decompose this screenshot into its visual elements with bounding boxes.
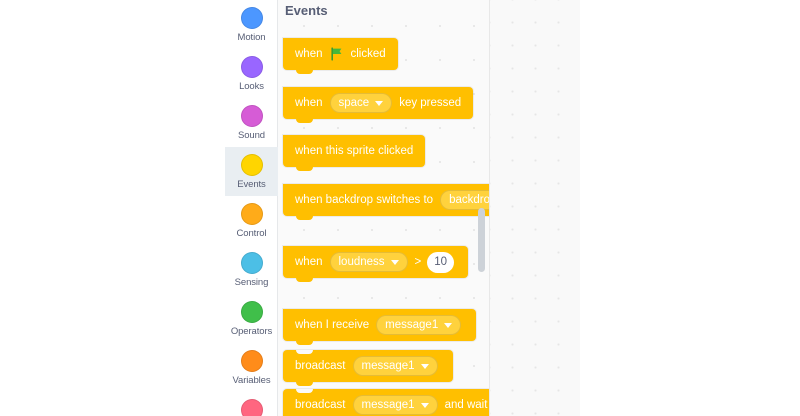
block-notch	[296, 389, 313, 393]
block-label: broadcast	[295, 399, 346, 411]
block-label: when backdrop switches to	[295, 194, 434, 206]
dropdown-value: backdrop1	[449, 194, 490, 206]
script-workspace[interactable]	[490, 0, 580, 416]
category-color-icon	[240, 202, 263, 225]
chevron-down-icon	[444, 322, 453, 328]
sidebar-item-label: Looks	[239, 80, 264, 92]
chevron-down-icon	[420, 363, 429, 369]
palette-scrollbar-thumb[interactable]	[478, 208, 485, 272]
block-label: and wait	[444, 399, 488, 411]
category-color-icon	[240, 153, 263, 176]
block-label: key pressed	[399, 97, 462, 109]
sidebar-item-my-blocks[interactable]: My Blocks	[225, 392, 278, 416]
sidebar-item-events[interactable]: Events	[225, 147, 278, 196]
dropdown-value: loudness	[338, 256, 385, 268]
sidebar-item-looks[interactable]: Looks	[225, 49, 278, 98]
sidebar-item-variables[interactable]: Variables	[225, 343, 278, 392]
palette-title: Events	[285, 3, 328, 18]
category-color-icon	[240, 398, 263, 416]
sidebar-item-control[interactable]: Control	[225, 196, 278, 245]
block-broadcast-and-wait[interactable]: broadcast message1 and wait	[283, 389, 490, 416]
category-color-icon	[240, 349, 263, 372]
block-when-this-sprite-clicked[interactable]: when this sprite clicked	[283, 121, 426, 171]
block-dropdown-loudness[interactable]: loudness	[329, 252, 408, 272]
left-blank-area	[0, 0, 225, 416]
chevron-down-icon	[375, 100, 384, 106]
block-dropdown-message1[interactable]: message1	[352, 395, 438, 415]
sidebar-item-operators[interactable]: Operators	[225, 294, 278, 343]
block-label: when I receive	[295, 319, 370, 331]
category-color-icon	[240, 104, 263, 127]
sidebar-item-label: Operators	[230, 325, 273, 337]
block-when-flag-clicked[interactable]: when clicked	[283, 24, 398, 74]
block-dropdown-message1[interactable]: message1	[352, 356, 438, 376]
block-when-backdrop-switches-to[interactable]: when backdrop switches to backdrop1	[283, 170, 490, 220]
sidebar-item-label: Variables	[232, 374, 271, 386]
category-color-icon	[240, 55, 263, 78]
block-dropdown-message1[interactable]: message1	[376, 315, 462, 335]
block-label: >	[414, 256, 422, 268]
workspace-dot-grid	[490, 0, 580, 416]
sidebar-item-label: Events	[237, 178, 266, 190]
sidebar-item-motion[interactable]: Motion	[225, 0, 278, 49]
block-notch	[296, 350, 313, 354]
dropdown-value: message1	[385, 319, 439, 331]
sidebar-item-label: Sensing	[234, 276, 269, 288]
dropdown-value: space	[338, 97, 370, 109]
palette-divider	[489, 0, 490, 416]
block-label: clicked	[350, 48, 386, 60]
block-dropdown-backdrop1[interactable]: backdrop1	[440, 190, 490, 210]
block-when-i-receive[interactable]: when I receive message1	[283, 295, 477, 345]
block-label: broadcast	[295, 360, 346, 372]
block-when-loudness-greater-than[interactable]: when loudness >10	[283, 232, 469, 282]
block-label: when	[295, 48, 323, 60]
sidebar-item-sound[interactable]: Sound	[225, 98, 278, 147]
chevron-down-icon	[390, 259, 399, 265]
block-broadcast[interactable]: broadcast message1	[283, 350, 453, 386]
category-color-icon	[240, 251, 263, 274]
green-flag-icon	[330, 47, 344, 61]
sidebar-item-label: Sound	[238, 129, 265, 141]
category-color-icon	[240, 6, 263, 29]
sidebar-item-label: Control	[236, 227, 267, 239]
block-label: when this sprite clicked	[295, 145, 414, 157]
dropdown-value: message1	[361, 399, 415, 411]
block-label: when	[295, 256, 323, 268]
right-blank-area	[580, 0, 800, 416]
chevron-down-icon	[420, 402, 429, 408]
category-color-icon	[240, 300, 263, 323]
sidebar-item-label: Motion	[237, 31, 266, 43]
sidebar-item-sensing[interactable]: Sensing	[225, 245, 278, 294]
palette-scrollbar[interactable]	[477, 0, 488, 416]
dropdown-value: message1	[361, 360, 415, 372]
block-dropdown-space[interactable]: space	[329, 93, 393, 113]
block-label: when	[295, 97, 323, 109]
block-number-input[interactable]: 10	[427, 251, 455, 273]
block-when-key-pressed[interactable]: when space key pressed	[283, 73, 474, 123]
